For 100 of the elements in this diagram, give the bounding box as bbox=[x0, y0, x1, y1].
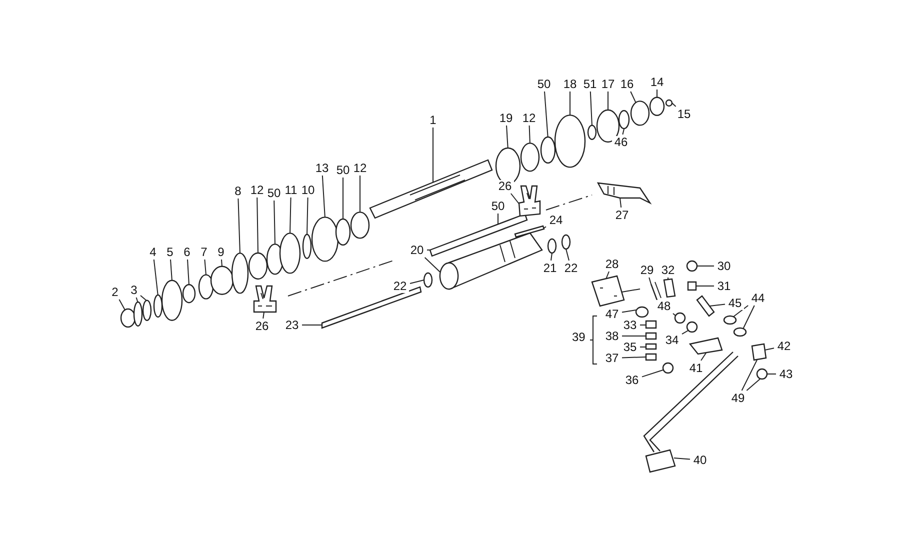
callout-number: 40 bbox=[691, 454, 709, 466]
leader-line bbox=[322, 175, 326, 218]
leader-line bbox=[642, 370, 664, 378]
callout-number: 10 bbox=[299, 184, 317, 196]
pin bbox=[665, 99, 673, 107]
leader-line bbox=[204, 259, 206, 276]
leader-line bbox=[153, 259, 158, 296]
bushing bbox=[350, 212, 370, 239]
callout-number: 42 bbox=[775, 340, 793, 352]
gear bbox=[231, 252, 249, 294]
leader-line bbox=[746, 378, 760, 391]
callout-number: 32 bbox=[659, 264, 677, 276]
callout-number: 49 bbox=[729, 392, 747, 404]
lever bbox=[635, 306, 649, 318]
callout-number: 12 bbox=[248, 184, 266, 196]
cover-plate bbox=[591, 275, 640, 307]
callout-number: 44 bbox=[749, 292, 767, 304]
leader-line bbox=[187, 259, 190, 286]
callout-number: 7 bbox=[198, 246, 210, 258]
leader-line bbox=[342, 177, 344, 220]
leader-line bbox=[550, 252, 552, 261]
callout-number: 20 bbox=[408, 244, 426, 256]
callout-number: 6 bbox=[182, 246, 192, 258]
callout-number: 33 bbox=[621, 318, 639, 332]
ring-nut bbox=[630, 100, 650, 126]
callout-number: 12 bbox=[520, 112, 538, 124]
callout-number: 5 bbox=[164, 246, 176, 258]
gear bbox=[279, 232, 301, 274]
callout-number: 50 bbox=[265, 186, 283, 200]
washer bbox=[142, 300, 152, 321]
callout-number: 50 bbox=[334, 164, 352, 176]
leader-line bbox=[290, 197, 292, 234]
nut bbox=[686, 321, 698, 333]
gear bbox=[311, 216, 339, 262]
leader-line bbox=[262, 312, 264, 319]
washer bbox=[733, 327, 747, 337]
gear bbox=[210, 266, 234, 295]
callout-number: 22 bbox=[391, 280, 409, 292]
washer bbox=[645, 343, 657, 350]
callout-number: 27 bbox=[613, 208, 631, 222]
shaft bbox=[369, 159, 493, 219]
lever bbox=[688, 337, 723, 355]
callout-number: 14 bbox=[648, 76, 666, 88]
leader-line bbox=[640, 324, 646, 326]
callout-number: 36 bbox=[623, 374, 641, 386]
leader-line bbox=[620, 198, 622, 208]
callout-number: 23 bbox=[283, 318, 301, 332]
leader-line bbox=[432, 127, 434, 182]
leader-line bbox=[710, 304, 726, 306]
bushing bbox=[248, 252, 268, 280]
shift-fork bbox=[518, 185, 541, 217]
callout-number: 48 bbox=[655, 300, 673, 312]
leader-line bbox=[640, 346, 646, 348]
callout-number: 45 bbox=[726, 296, 744, 310]
callout-number: 19 bbox=[497, 112, 515, 124]
callout-number: 13 bbox=[313, 162, 331, 174]
leader-line bbox=[118, 299, 126, 310]
leader-line bbox=[424, 257, 440, 272]
rod bbox=[429, 213, 528, 257]
shift-fork bbox=[253, 285, 277, 313]
leader-line bbox=[590, 91, 592, 126]
callout-number: 3 bbox=[128, 284, 140, 296]
callout-number: 9 bbox=[216, 246, 226, 258]
leader-line bbox=[544, 226, 546, 228]
callout-number: 4 bbox=[148, 246, 158, 258]
callout-number: 35 bbox=[621, 340, 639, 354]
callout-number: 1 bbox=[428, 114, 438, 126]
callout-number: 51 bbox=[581, 78, 599, 90]
callout-number: 38 bbox=[603, 330, 621, 342]
gear bbox=[161, 280, 183, 321]
washer bbox=[587, 124, 597, 140]
pin bbox=[645, 320, 657, 329]
needle-bearing bbox=[198, 274, 214, 300]
ball-joint bbox=[662, 362, 674, 374]
leader-line bbox=[648, 277, 652, 284]
leader-line bbox=[566, 248, 570, 261]
callout-number: 22 bbox=[562, 262, 580, 274]
washer bbox=[423, 272, 433, 288]
nut bbox=[645, 353, 657, 361]
callout-number: 26 bbox=[253, 320, 271, 332]
bolt bbox=[686, 260, 698, 272]
callout-number: 31 bbox=[715, 280, 733, 292]
callout-number: 29 bbox=[638, 264, 656, 276]
pin bbox=[514, 225, 545, 238]
callout-number: 43 bbox=[777, 368, 795, 380]
gear bbox=[554, 114, 586, 168]
bushing bbox=[182, 284, 196, 304]
leader-line bbox=[274, 200, 276, 246]
callout-number: 18 bbox=[561, 78, 579, 90]
callout-number: 30 bbox=[715, 260, 733, 272]
leader-line bbox=[306, 197, 308, 236]
leader-line bbox=[700, 352, 706, 361]
callout-number: 34 bbox=[663, 334, 681, 346]
callout-number: 24 bbox=[547, 214, 565, 226]
callout-number: 28 bbox=[603, 258, 621, 270]
callout-number: 2 bbox=[110, 286, 120, 298]
leader-line bbox=[742, 305, 755, 330]
leader-line bbox=[510, 193, 520, 206]
callout-number: 15 bbox=[675, 108, 693, 120]
nut bbox=[649, 96, 665, 116]
